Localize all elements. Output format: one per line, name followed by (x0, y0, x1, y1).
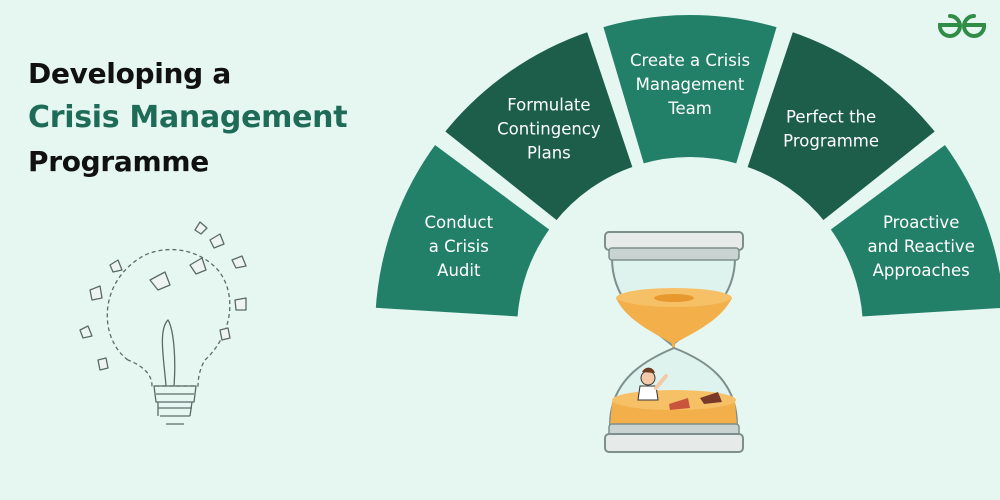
step-label-line: Formulate (507, 96, 590, 115)
step-segment-3 (596, 9, 784, 170)
title-line-3: Programme (28, 145, 209, 178)
step-label-line: Team (667, 99, 712, 118)
step-label-line: Proactive (883, 213, 959, 232)
step-label-line: and Reactive (868, 237, 975, 256)
step-label-line: Create a Crisis (630, 51, 750, 70)
step-label-line: Audit (437, 261, 481, 280)
step-label-line: Conduct (425, 213, 494, 232)
title-line-1: Developing a (28, 57, 231, 90)
step-label-line: Programme (783, 132, 879, 151)
title-line-2: Crisis Management (28, 100, 348, 135)
step-label-line: a Crisis (429, 237, 489, 256)
step-label-line: Approaches (873, 261, 970, 280)
step-segment-2 (438, 25, 640, 228)
step-segment-4 (740, 25, 942, 228)
gfg-logo-icon (937, 14, 987, 38)
step-label-line: Perfect the (786, 108, 876, 127)
step-label-line: Contingency (497, 120, 601, 139)
page-title: Developing a Crisis Management Programme (28, 52, 348, 184)
step-label-line: Management (636, 75, 745, 94)
hourglass-icon (604, 231, 744, 453)
step-segment-1 (369, 137, 557, 323)
step-segment-5 (823, 137, 1000, 323)
step-label-line: Plans (527, 144, 571, 163)
broken-lightbulb-icon (79, 221, 247, 425)
